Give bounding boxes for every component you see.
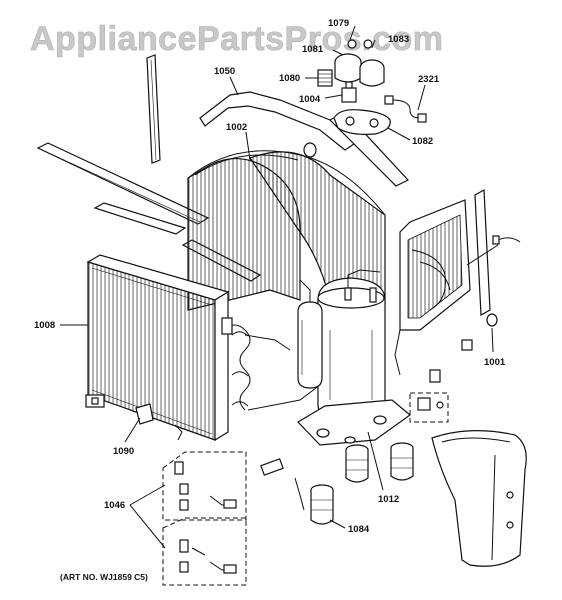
callout-2321: 2321: [418, 74, 440, 85]
control-box-panel: [394, 199, 471, 376]
top-rail-bracket: [199, 91, 362, 151]
clip-bracket-1090: [135, 403, 183, 441]
wire-harness: [384, 95, 427, 123]
mounting-grommet-1: [310, 484, 334, 525]
accumulator: [297, 260, 323, 389]
mounting-grommet-2: [345, 444, 369, 483]
capacitor-assembly: [334, 39, 385, 87]
relay-clip: [409, 339, 473, 423]
callout-1080: 1080: [279, 73, 300, 84]
bracket-plate: [333, 109, 391, 135]
callout-1050: 1050: [214, 66, 235, 77]
horizontal-rail-2: [93, 202, 187, 235]
callout-1082: 1082: [412, 136, 433, 147]
small-fitting: [341, 81, 357, 103]
parts-kit-box: [162, 451, 247, 586]
vertical-post-right: [474, 189, 491, 316]
leader-lines: [60, 25, 499, 549]
tube-fitting: [260, 458, 305, 511]
sensor-bulb: [486, 235, 521, 327]
callout-1001: 1001: [484, 357, 506, 368]
evaporator-tubing: [221, 317, 321, 411]
callout-1083: 1083: [388, 34, 409, 45]
condenser-coil-curved: [187, 142, 386, 311]
compressor: [317, 269, 386, 421]
vertical-post-left: [146, 54, 161, 164]
callout-1002: 1002: [226, 122, 247, 133]
callout-1081: 1081: [302, 44, 324, 55]
callout-1004: 1004: [299, 94, 321, 105]
clip-left: [85, 394, 105, 408]
callout-1084: 1084: [348, 524, 370, 535]
evaporator-coil: [86, 254, 230, 442]
callout-1090: 1090: [113, 446, 134, 457]
callout-1008: 1008: [34, 320, 55, 331]
mounting-grommet-3: [390, 442, 414, 481]
spring-part: [317, 69, 333, 87]
fan-shroud: [431, 430, 527, 567]
callout-1046: 1046: [104, 500, 125, 511]
watermark-text: AppliancePartsPros.com: [30, 20, 443, 58]
art-number: (ART NO. WJ1859 C5): [60, 572, 148, 582]
callout-1079: 1079: [328, 18, 349, 29]
compressor-base-plate: [297, 399, 411, 446]
callout-1012: 1012: [378, 494, 399, 505]
